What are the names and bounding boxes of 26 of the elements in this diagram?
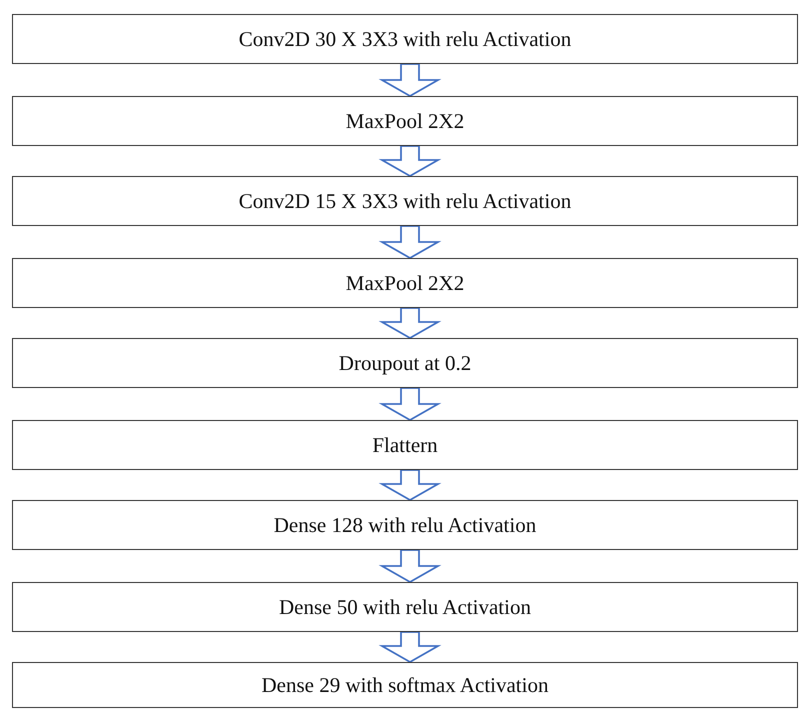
process-box (12, 96, 798, 146)
block-arrow (378, 387, 442, 422)
process-box (12, 500, 798, 550)
layer-label: Dense 128 with relu Activation (274, 512, 536, 538)
block-arrow (378, 63, 442, 98)
layer-label: Dense 29 with softmax Activation (262, 672, 548, 698)
process-box (12, 258, 798, 308)
layer-label: MaxPool 2X2 (346, 108, 464, 134)
layer-label: MaxPool 2X2 (346, 270, 464, 296)
block-arrow (378, 631, 442, 664)
process-box (12, 662, 798, 708)
layer-label: Conv2D 30 X 3X3 with relu Activation (238, 26, 572, 52)
block-arrow (378, 469, 442, 502)
process-box (12, 582, 798, 632)
layer-label: Conv2D 15 X 3X3 with relu Activation (238, 188, 572, 214)
block-arrow (378, 225, 442, 260)
process-box (12, 338, 798, 388)
block-arrow (378, 145, 442, 178)
layer-label: Flattern (372, 432, 438, 458)
layer-label: Dense 50 with relu Activation (279, 594, 531, 620)
process-box (12, 176, 798, 226)
block-arrow (378, 307, 442, 340)
process-box (12, 420, 798, 470)
block-arrow (378, 549, 442, 584)
layer-label: Droupout at 0.2 (338, 350, 472, 376)
process-box (12, 14, 798, 64)
